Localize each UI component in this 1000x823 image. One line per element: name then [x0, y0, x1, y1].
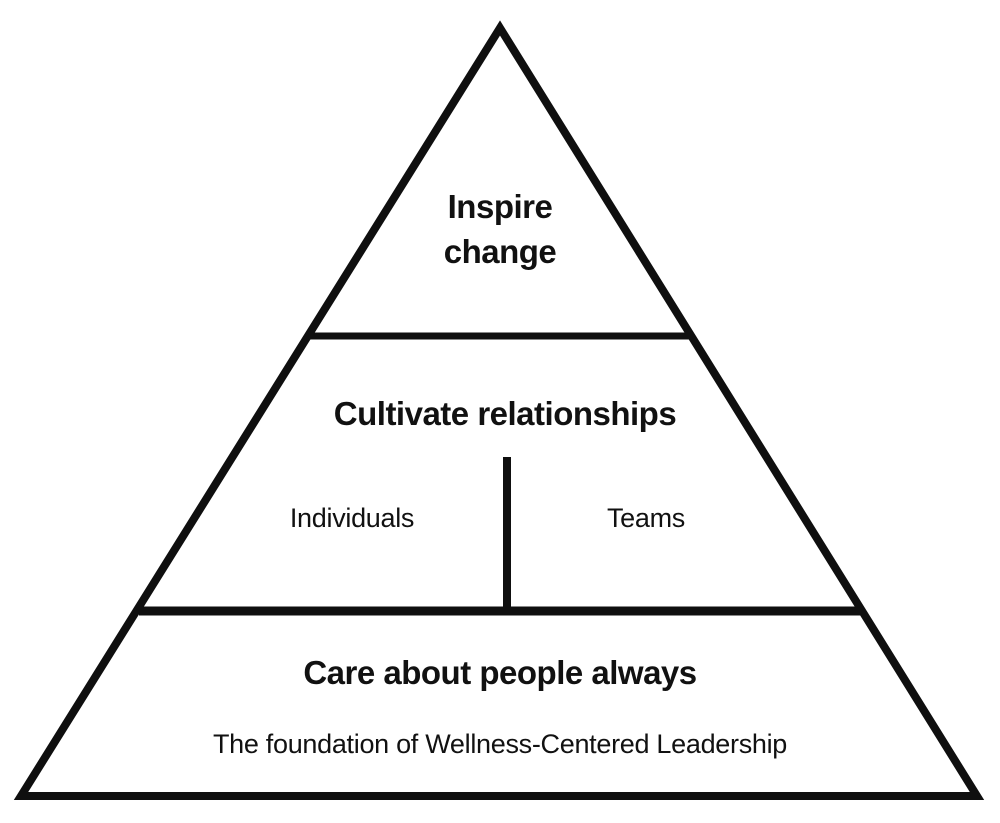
- level-bottom-subtitle: The foundation of Wellness-Centered Lead…: [212, 729, 788, 759]
- individuals-label: Individuals: [289, 503, 415, 533]
- teams-label: Teams: [606, 503, 686, 533]
- pyramid-outline: [13, 20, 985, 800]
- level-bottom-label: Care about people always: [303, 654, 697, 691]
- level-middle-label: Cultivate relationships: [333, 395, 677, 432]
- level-top-label: Inspire change: [443, 188, 557, 270]
